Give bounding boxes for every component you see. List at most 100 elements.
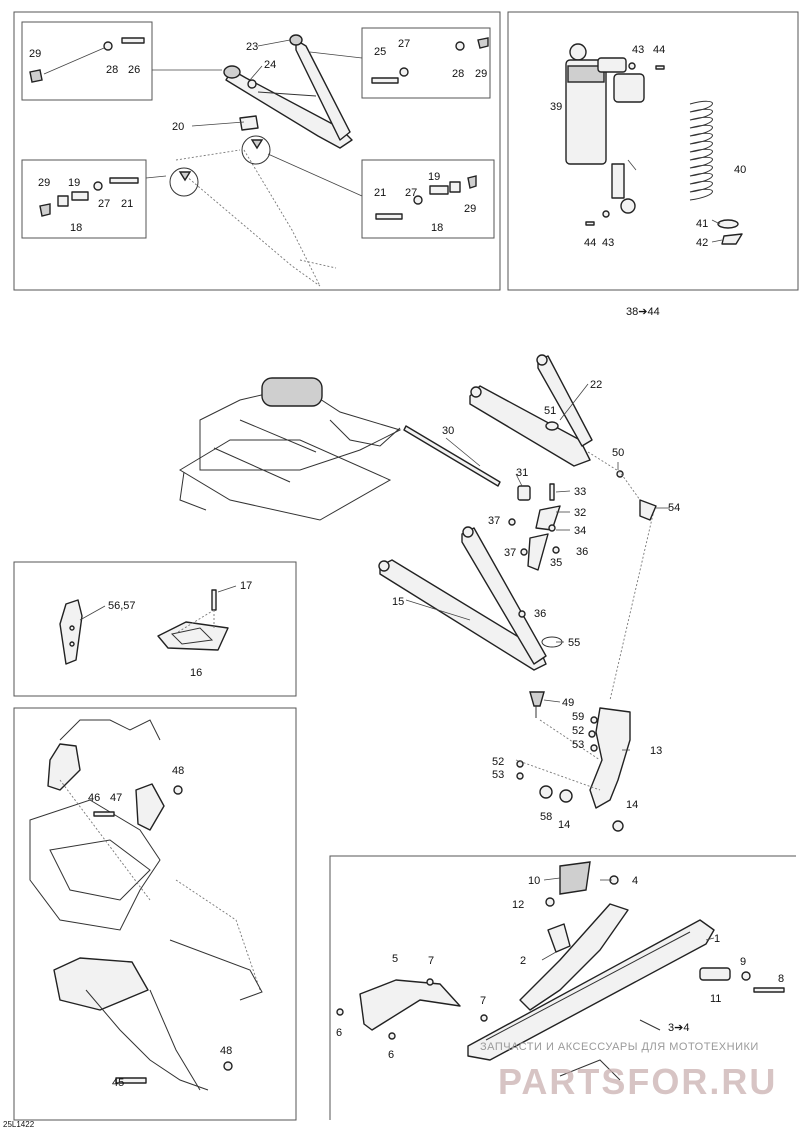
callout-8: 8 [778,973,784,985]
callout-45: 45 [112,1077,124,1089]
callout-7: 7 [480,995,486,1007]
callout-10: 10 [528,875,540,887]
callout-53: 53 [492,769,504,781]
diagram-code: 25L1422 [3,1120,35,1129]
tie-rod-30 [403,425,561,571]
bushing-detail-box-left [21,21,153,101]
callout-48: 48 [220,1045,232,1057]
chassis-drawing [29,719,263,1091]
callout-43: 43 [602,237,614,249]
callout-52: 52 [492,756,504,768]
callout-2: 2 [520,955,526,967]
callout-1: 1 [714,933,720,945]
callout-7: 7 [428,955,434,967]
callout-29: 29 [464,203,476,215]
callout-32: 32 [574,507,586,519]
callout-36: 36 [534,608,546,620]
callout-24: 24 [264,59,276,71]
callout-44: 44 [584,237,596,249]
callout-51: 51 [544,405,556,417]
callout-31: 31 [516,467,528,479]
callout-labels: 29 28 26 23 24 25 27 28 29 20 29 19 27 2… [29,38,784,1089]
callout-49: 49 [562,697,574,709]
callout-26: 26 [128,64,140,76]
callout-59: 59 [572,711,584,723]
bushing-detail-box-right [361,27,491,99]
callout-44: 44 [653,44,665,56]
callout-28: 28 [452,68,464,80]
callout-33: 33 [574,486,586,498]
callout-27: 27 [405,187,417,199]
callout-20: 20 [172,121,184,133]
spring-drawing [689,100,743,245]
ski-assembly [336,861,785,1081]
callout-15: 15 [392,596,404,608]
leader-lines [79,39,723,961]
hardware-bottom-left [39,175,167,217]
callout-6: 6 [336,1027,342,1039]
callout-53: 53 [572,739,584,751]
callout-36: 36 [576,546,588,558]
callout-25: 25 [374,46,386,58]
callout-4: 4 [632,875,638,887]
callout-16: 16 [190,667,202,679]
callout-42: 42 [696,237,708,249]
callout-18: 18 [70,222,82,234]
bracket-56-57 [59,599,83,665]
callout-35: 35 [550,557,562,569]
callout-46: 46 [88,792,100,804]
callout-19: 19 [428,171,440,183]
callout-40: 40 [734,164,746,176]
callout-23: 23 [246,41,258,53]
callout-29: 29 [29,48,41,60]
ski-frame [329,855,796,1120]
hardware-top-left [29,37,363,83]
callout-22: 22 [590,379,602,391]
callout-6: 6 [388,1049,394,1061]
chassis-frame [13,707,297,1121]
callout-3-4: 3➔4 [668,1022,689,1034]
callout-21: 21 [374,187,386,199]
bracket-16 [157,589,229,651]
callout-29: 29 [475,68,487,80]
callout-21: 21 [121,198,133,210]
bracket-frame [13,561,297,697]
callout-14: 14 [626,799,638,811]
callout-17: 17 [240,580,252,592]
spindle-13 [515,451,657,832]
callout-43: 43 [632,44,644,56]
callout-5: 5 [392,953,398,965]
hardware-top-right [371,37,489,84]
shock-absorber-frame [507,11,799,291]
callout-47: 47 [110,792,122,804]
upper-a-arm-22 [469,354,593,467]
callout-12: 12 [512,899,524,911]
callout-55: 55 [568,637,580,649]
callout-56-57: 56,57 [108,600,136,612]
shock-absorber-drawing [565,43,665,226]
callout-41: 41 [696,218,708,230]
front-suspension-assembly [179,377,402,521]
upper-a-arm-frame [13,11,501,291]
callout-9: 9 [740,956,746,968]
callout-48: 48 [172,765,184,777]
lower-bushing-box-left [21,159,147,239]
callout-19: 19 [68,177,80,189]
hardware-bottom-right [267,153,477,220]
callout-34: 34 [574,525,586,537]
callout-58: 58 [540,811,552,823]
callout-37: 37 [488,515,500,527]
callout-27: 27 [398,38,410,50]
callout-38-44: 38➔44 [626,306,660,318]
upper-a-arm-drawing [169,34,353,287]
callout-54: 54 [668,502,680,514]
callout-28: 28 [106,64,118,76]
callout-29: 29 [38,177,50,189]
callout-37: 37 [504,547,516,559]
callout-30: 30 [442,425,454,437]
callout-50: 50 [612,447,624,459]
lower-a-arm-15 [378,526,563,671]
callout-27: 27 [98,198,110,210]
callout-14: 14 [558,819,570,831]
callout-52: 52 [572,725,584,737]
